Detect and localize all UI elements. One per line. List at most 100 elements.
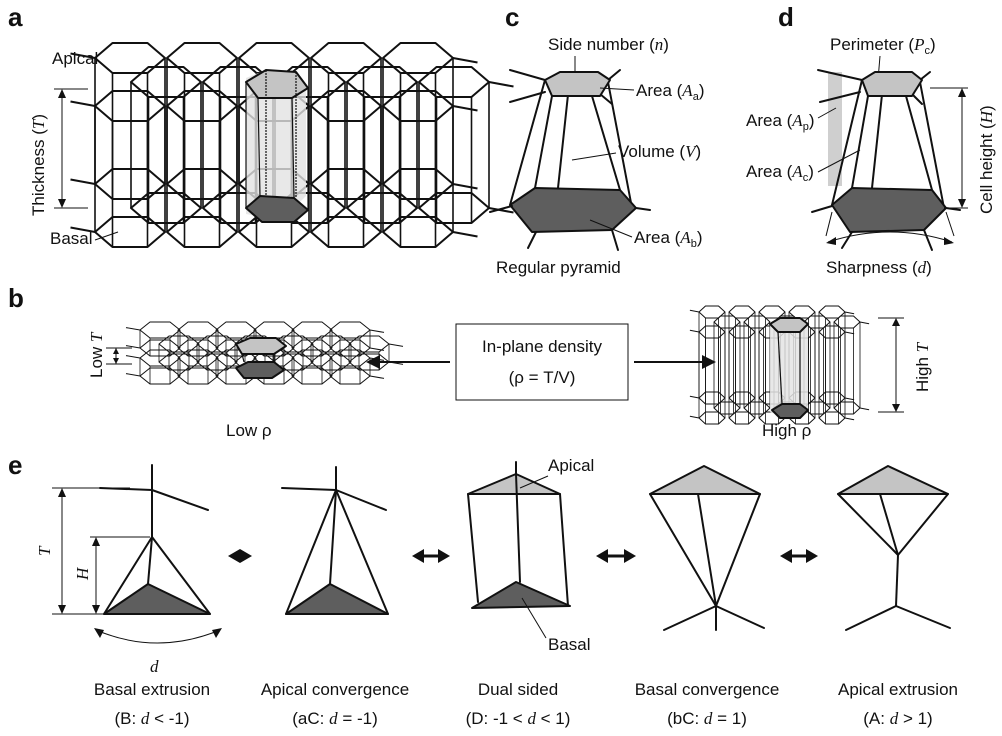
- basal-cell-outline: [818, 411, 846, 425]
- area-a-label: Area (Aa): [636, 81, 704, 103]
- density-line-1: In-plane density: [482, 337, 603, 356]
- h-dimension: H: [73, 536, 150, 614]
- panel-c-letter: c: [505, 2, 519, 32]
- edge-stub: [488, 81, 514, 88]
- shape-name-2: Apical convergence: [261, 680, 409, 699]
- edge-stub: [369, 347, 385, 351]
- arrowhead-left: [228, 549, 240, 563]
- panel-b: b Low T Low ρ In-plane density (ρ = T/V): [8, 283, 932, 440]
- apical-cell-outline: [166, 42, 238, 74]
- basal-cell-outline: [382, 216, 454, 248]
- panel-e-letter: e: [8, 450, 22, 480]
- thickness-dimension: [54, 88, 88, 209]
- apical-cell-outline: [291, 321, 333, 339]
- edge-stub: [125, 355, 141, 359]
- basal-cell-outline: [310, 168, 382, 200]
- edge-stub: [369, 375, 385, 379]
- apical-label: Apical: [52, 49, 98, 68]
- edge-stub: [125, 345, 141, 349]
- apical-cell-outline: [130, 66, 202, 98]
- high-rho-label: High ρ: [762, 421, 811, 440]
- apical-cell-outline: [310, 90, 382, 122]
- shape-dual-sided: Apical Basal: [467, 456, 594, 654]
- transition-arrows: [228, 549, 818, 563]
- apical-cell-outline: [382, 42, 454, 74]
- arrowhead-right: [240, 549, 252, 563]
- apical-cell-outline: [94, 90, 166, 122]
- cell-height-dimension: [930, 87, 968, 209]
- edge-stub: [844, 331, 855, 335]
- edge-stub: [125, 327, 141, 331]
- basal-cell-outline: [310, 216, 382, 248]
- apical-cell-outline: [698, 325, 726, 339]
- edge-stub: [859, 321, 870, 325]
- basal-cell-outline: [94, 216, 166, 248]
- edge-stub: [689, 309, 700, 313]
- area-p-label: Area (Ap): [746, 111, 814, 133]
- edge-stub: [452, 105, 478, 112]
- basal-cell-outline: [166, 168, 238, 200]
- tissue-low-density: [125, 321, 404, 385]
- basal-leader: [94, 231, 119, 241]
- edge-stub: [388, 343, 404, 347]
- panel-b-letter: b: [8, 283, 24, 313]
- basal-cell-outline: [139, 339, 181, 357]
- highlighted-cell-high: [769, 317, 809, 419]
- apical-cell-outline: [166, 90, 238, 122]
- edge-stub: [70, 52, 96, 59]
- shape-cond-1: (B: d < -1): [114, 709, 189, 728]
- edge-stub: [689, 395, 700, 399]
- apical-cell-outline: [272, 335, 314, 353]
- arrow-right-density: [634, 355, 716, 369]
- shape-apical-convergence: [281, 466, 389, 615]
- t-symbol: T: [35, 545, 54, 556]
- tissue-hexagonal-prisms: [70, 42, 514, 248]
- edge-stub: [70, 100, 96, 107]
- highlighted-cell-low: [235, 337, 287, 379]
- low-t-dimension: [106, 347, 132, 365]
- edge-stub: [70, 178, 96, 185]
- apical-cell-outline: [177, 349, 219, 367]
- basal-label-e: Basal: [548, 635, 591, 654]
- density-box: In-plane density (ρ = T/V): [455, 323, 629, 401]
- shape-cond-5: (A: d > 1): [863, 709, 932, 728]
- sharpness-label: Sharpness (d): [826, 258, 932, 277]
- arrowhead-left: [780, 549, 792, 563]
- arrowhead-right: [624, 549, 636, 563]
- apical-cell-outline: [94, 42, 166, 74]
- panel-e: e T H: [8, 450, 958, 728]
- basal-cell-outline: [139, 367, 181, 385]
- basal-cell-outline: [166, 216, 238, 248]
- basal-cell-outline: [130, 192, 202, 224]
- edge-stub: [859, 407, 870, 411]
- shape-cond-2: (aC: d = -1): [292, 709, 378, 728]
- regular-pyramid-caption: Regular pyramid: [496, 258, 621, 277]
- high-t-label: High T: [913, 341, 932, 392]
- volume-leader: [571, 152, 617, 161]
- panel-a: a Apical Basal Thickness (T): [8, 2, 514, 248]
- basal-cell-outline: [291, 367, 333, 385]
- regular-pyramid: [489, 69, 651, 251]
- low-t-label: Low T: [87, 331, 106, 378]
- edge-stub: [488, 207, 514, 214]
- arrowhead-left: [596, 549, 608, 563]
- high-t-dimension: [878, 317, 904, 413]
- basal-cell-outline: [346, 192, 418, 224]
- edge-stub: [70, 226, 96, 233]
- t-dimension: T: [35, 487, 130, 615]
- area-c-label: Area (Ac): [746, 162, 814, 184]
- panel-d-letter: d: [778, 2, 794, 32]
- shape-name-3: Dual sided: [478, 680, 558, 699]
- apical-cell-outline: [139, 349, 181, 367]
- edge-stub: [452, 231, 478, 238]
- low-rho-label: Low ρ: [226, 421, 272, 440]
- basal-cell-outline: [196, 353, 238, 371]
- edge-stub: [844, 397, 855, 401]
- side-number-label: Side number (n): [548, 35, 669, 54]
- edge-stub: [844, 417, 855, 421]
- h-symbol: H: [73, 566, 92, 581]
- edge-stub: [452, 183, 478, 190]
- basal-cell-outline: [698, 391, 726, 405]
- shape-name-5: Apical extrusion: [838, 680, 958, 699]
